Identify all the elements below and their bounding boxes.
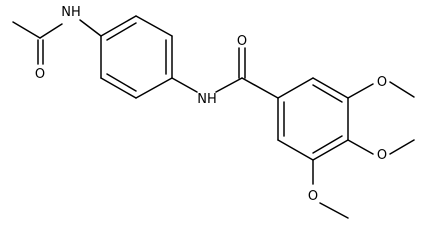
bond-ring1-2 bbox=[135, 15, 173, 37]
bond-o-upper-methyl bbox=[389, 81, 415, 98]
bond-ring2-2 bbox=[312, 77, 349, 99]
bond-ring2-5 bbox=[277, 139, 314, 161]
bond-carbonyl-ring2 bbox=[241, 77, 279, 99]
molecule-structure: NH O NH O O O O bbox=[12, 5, 415, 219]
bond-ring2-4 bbox=[312, 139, 349, 161]
structure-canvas: NH O NH O O O O bbox=[12, 5, 415, 219]
atom-label-acetyl-o: O bbox=[35, 67, 45, 82]
bond-ring2-o-para bbox=[347, 139, 374, 155]
bond-ring2-inner-1 bbox=[312, 84, 343, 103]
bond-ring1-inner-3 bbox=[106, 73, 137, 92]
bond-acetamide-n-ring bbox=[79, 19, 102, 37]
atom-label-methoxy-o-para: O bbox=[377, 148, 387, 163]
bond-ring-amide-n bbox=[171, 77, 198, 93]
bond-o-para-methyl bbox=[389, 139, 415, 155]
bond-o-lower-methyl bbox=[319, 202, 349, 219]
bond-amide-n-carbonyl bbox=[215, 77, 243, 93]
atom-label-methoxy-o-upper: O bbox=[377, 75, 387, 90]
bond-ring1-4 bbox=[135, 77, 173, 99]
bond-ring2-o-upper bbox=[347, 83, 374, 99]
atom-label-methoxy-o-lower: O bbox=[308, 189, 318, 204]
atom-label-acetamide-nh: NH bbox=[61, 5, 81, 20]
atom-label-amide-nh: NH bbox=[197, 92, 217, 107]
atom-label-amide-o: O bbox=[237, 34, 247, 49]
bond-ring2-inner-2 bbox=[312, 135, 343, 154]
bond-methyl-carbonyl bbox=[12, 21, 41, 39]
bond-ring1-inner-1 bbox=[106, 22, 137, 41]
bond-carbonyl-acetamide-n bbox=[39, 23, 63, 39]
bond-ring2-1 bbox=[277, 77, 314, 99]
bond-ring1-5 bbox=[100, 77, 137, 99]
bond-ring1-1 bbox=[100, 15, 137, 37]
